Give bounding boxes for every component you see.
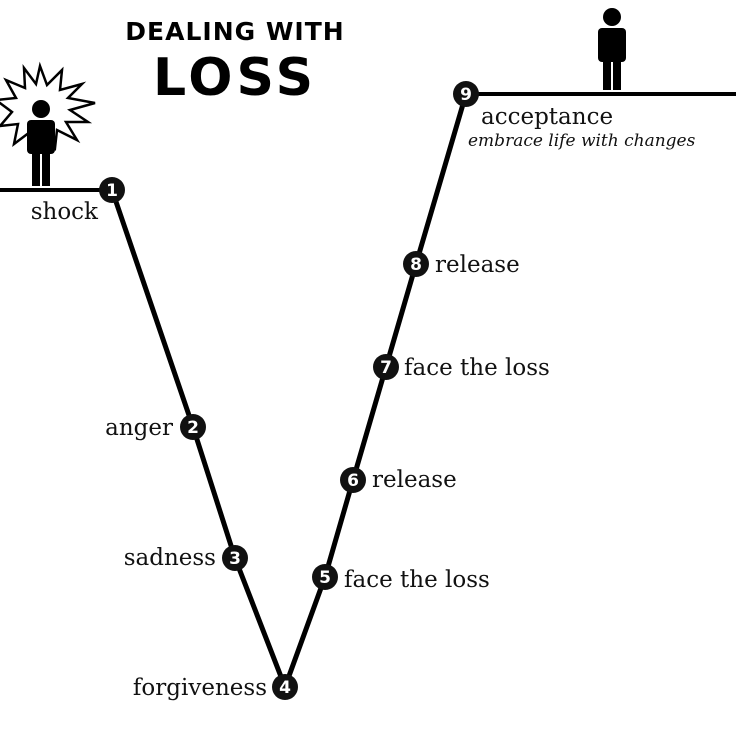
svg-text:1: 1 (106, 181, 118, 201)
stage-label-sadness: sadness (124, 545, 216, 571)
stage-sublabel-acceptance: embrace life with changes (468, 131, 696, 151)
stage-label-release-2: release (435, 252, 520, 278)
stage-node-8: 8 (403, 251, 429, 277)
stage-label-face-the-loss-2: face the loss (404, 355, 550, 381)
stage-label-release-1: release (372, 467, 457, 493)
stage-node-7: 7 (373, 354, 399, 380)
grief-curve (109, 93, 469, 690)
svg-text:9: 9 (460, 85, 472, 105)
person-icon (27, 100, 55, 186)
svg-text:5: 5 (319, 568, 331, 588)
title-line-2: LOSS (153, 48, 317, 108)
svg-text:4: 4 (279, 678, 291, 698)
stage-label-anger: anger (105, 415, 173, 441)
stage-label-face-the-loss-1: face the loss (344, 567, 490, 593)
stage-node-4: 4 (272, 674, 298, 700)
svg-text:7: 7 (380, 358, 392, 378)
stage-node-5: 5 (312, 564, 338, 590)
stage-node-3: 3 (222, 545, 248, 571)
stage-node-9: 9 (453, 81, 479, 107)
person-icon (598, 8, 626, 90)
stage-node-1: 1 (99, 177, 125, 203)
svg-text:2: 2 (187, 418, 199, 438)
svg-text:8: 8 (410, 255, 422, 275)
svg-text:6: 6 (347, 471, 359, 491)
stage-label-acceptance: acceptance (481, 104, 613, 130)
stage-node-2: 2 (180, 414, 206, 440)
title-line-1: DEALING WITH (125, 17, 344, 46)
svg-text:3: 3 (229, 549, 241, 569)
stage-label-shock: shock (31, 199, 99, 225)
stage-node-6: 6 (340, 467, 366, 493)
stage-label-forgiveness: forgiveness (133, 675, 267, 701)
